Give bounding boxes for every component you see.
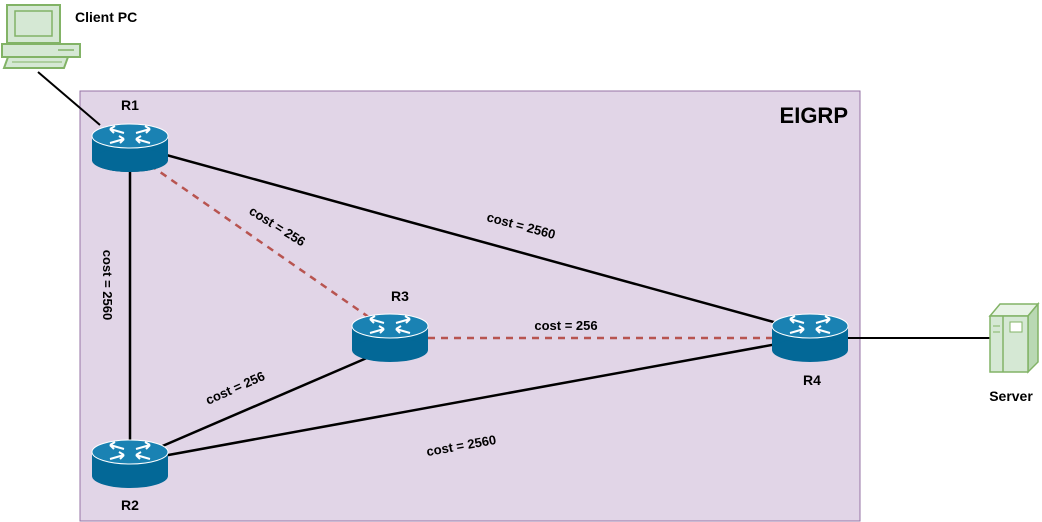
router-icon xyxy=(771,313,849,362)
client-pc: Client PC xyxy=(1,4,137,69)
router-r2: R2 xyxy=(91,439,169,513)
router-r1-label: R1 xyxy=(121,97,139,113)
computer-icon xyxy=(1,4,81,69)
link-r2-r4 xyxy=(129,336,811,464)
link-r1-r3 xyxy=(149,163,371,320)
link-r2-r3 xyxy=(129,346,391,462)
router-r1: R1 xyxy=(91,97,169,172)
link-r1-r4 xyxy=(129,143,811,334)
router-icon xyxy=(91,439,169,488)
eigrp-area-label: EIGRP xyxy=(780,103,848,128)
router-r3: R3 xyxy=(351,288,429,362)
link-r1-r2-label: cost = 2560 xyxy=(100,250,115,320)
router-icon xyxy=(351,313,429,362)
router-icon xyxy=(91,123,169,172)
router-r4-label: R4 xyxy=(803,372,821,388)
router-r4: R4 xyxy=(771,313,849,388)
eigrp-area xyxy=(79,90,861,522)
router-r3-label: R3 xyxy=(391,288,409,304)
server-label: Server xyxy=(989,388,1033,404)
link-client-r1 xyxy=(37,71,101,126)
server: Server xyxy=(988,301,1040,404)
client-pc-label: Client PC xyxy=(75,9,137,25)
router-r2-label: R2 xyxy=(121,497,139,513)
link-r3-r4-label: cost = 256 xyxy=(534,318,597,333)
server-icon xyxy=(988,301,1040,374)
